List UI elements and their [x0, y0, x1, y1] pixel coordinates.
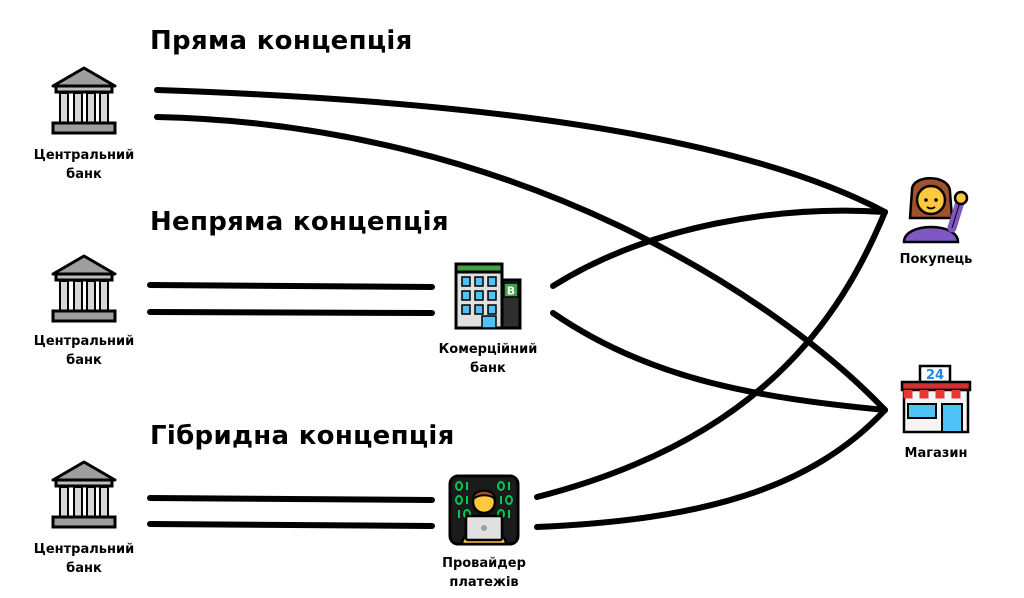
convenience-store-icon: 24: [900, 364, 972, 434]
office-building-icon: B: [454, 262, 522, 330]
line-cb3-provider-a: [147, 495, 435, 503]
line-cb2-combank-a: [147, 282, 435, 290]
line-cb1-buyer: [154, 87, 888, 215]
line-combank-buyer: [550, 207, 888, 289]
line-provider-buyer: [534, 209, 888, 500]
bank-building-icon: [51, 66, 117, 135]
direct-concept-title: Пряма концепція: [150, 26, 413, 56]
line-cb1-store: [154, 114, 888, 413]
technologist-icon: [448, 474, 520, 546]
line-cb3-provider-b: [147, 521, 435, 529]
store-label: Магазин: [904, 446, 968, 461]
indirect-concept-title: Непряма концепція: [150, 207, 449, 237]
connection-lines: [147, 87, 888, 530]
bank-building-icon: [51, 460, 117, 529]
svg-text:B: B: [507, 285, 515, 298]
bank-building-icon: [51, 254, 117, 323]
hybrid-concept-title: Гібридна концепція: [150, 421, 455, 451]
line-provider-store: [534, 407, 888, 530]
person-tipping-hand-icon: [902, 177, 969, 244]
line-cb2-combank-b: [147, 309, 435, 316]
buyer-label: Покупець: [899, 252, 973, 267]
line-combank-store: [550, 310, 888, 413]
store-sign-text: 24: [926, 368, 944, 383]
